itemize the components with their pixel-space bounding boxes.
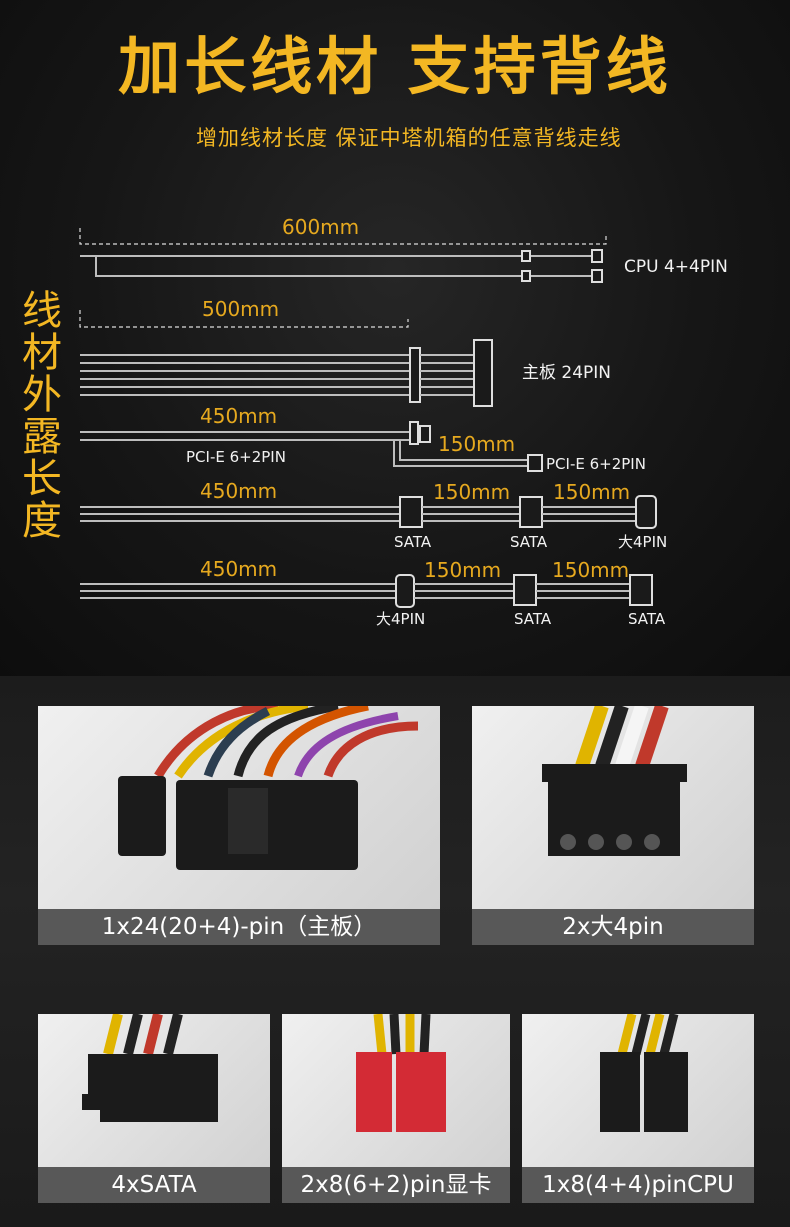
sata1-connector2-label: SATA: [510, 533, 548, 551]
cpu-connector-label: CPU 4+4PIN: [624, 257, 728, 277]
mainboard-cable: 500mm 主板 24PIN: [79, 297, 611, 407]
sata1-length-label: 450mm: [200, 479, 277, 503]
pcie-8pin-connector-image: [356, 1014, 446, 1132]
sata-cable-1: 450mm 150mm 150mm SATA SATA 大4PIN: [80, 479, 667, 551]
sata2-seg2-label: 150mm: [552, 558, 629, 582]
pcie-connector-label: PCI-E 6+2PIN: [186, 448, 286, 466]
sata-cable-2: 450mm 150mm 150mm 大4PIN SATA SATA: [80, 557, 666, 628]
sata-connector-image: [82, 1014, 218, 1122]
side-label: 线材外露长度: [22, 288, 62, 544]
photo-molex-caption: 2x大4pin: [472, 909, 754, 945]
sata1-seg1-label: 150mm: [433, 480, 510, 504]
atx-24pin-connector-image: [118, 706, 419, 870]
sata2-connector3-label: SATA: [628, 610, 666, 628]
sata2-connector1-label: 大4PIN: [376, 610, 425, 628]
mainboard-connector-label: 主板 24PIN: [522, 363, 611, 383]
pcie-length-label: 450mm: [200, 404, 277, 428]
cpu-8pin-connector-image: [600, 1014, 688, 1132]
photo-pcie-caption: 2x8(6+2)pin显卡: [282, 1167, 510, 1203]
pcie-ext-length-label: 150mm: [438, 432, 515, 456]
page-subtitle: 增加线材长度 保证中塔机箱的任意背线走线: [196, 126, 622, 150]
photo-24pin-caption: 1x24(20+4)-pin（主板）: [38, 909, 440, 945]
photo-cpu-caption: 1x8(4+4)pinCPU: [522, 1167, 754, 1203]
photo-cpu: 1x8(4+4)pinCPU: [522, 1014, 754, 1203]
sata2-length-label: 450mm: [200, 557, 277, 581]
photo-sata: 4xSATA: [38, 1014, 270, 1203]
sata2-connector2-label: SATA: [514, 610, 552, 628]
sata1-seg2-label: 150mm: [553, 480, 630, 504]
mainboard-length-label: 500mm: [202, 297, 279, 321]
cpu-length-label: 600mm: [282, 215, 359, 239]
photo-24pin: 1x24(20+4)-pin（主板）: [38, 706, 440, 945]
molex-connector-image: [542, 706, 687, 856]
cpu-cable: 600mm CPU 4+4PIN: [79, 215, 728, 283]
photo-sata-caption: 4xSATA: [38, 1167, 270, 1203]
sata1-connector3-label: 大4PIN: [618, 533, 667, 551]
sata1-connector1-label: SATA: [394, 533, 432, 551]
diagram-section: [0, 0, 790, 676]
page-title: 加长线材 支持背线: [118, 30, 672, 103]
cable-length-diagram: 600mm CPU 4+4PIN 500mm 主板 24PIN 450mm: [79, 215, 728, 628]
photo-pcie: 2x8(6+2)pin显卡: [282, 1014, 510, 1203]
photo-molex: 2x大4pin: [472, 706, 754, 945]
sata2-seg1-label: 150mm: [424, 558, 501, 582]
pcie-ext-connector-label: PCI-E 6+2PIN: [546, 455, 646, 473]
pcie-cable: 450mm PCI-E 6+2PIN 150mm PCI-E 6+2PIN: [80, 404, 646, 473]
